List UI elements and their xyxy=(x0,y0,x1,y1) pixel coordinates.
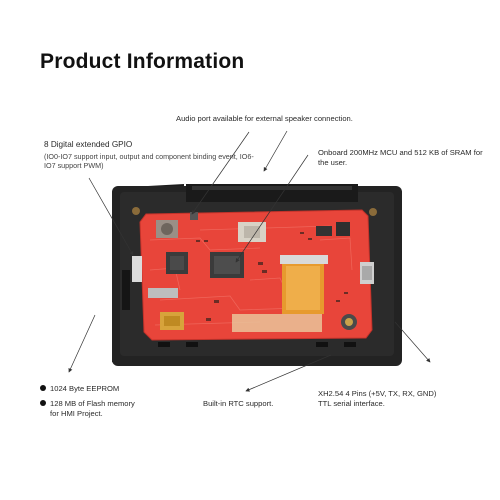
bullet-icon xyxy=(40,385,46,391)
gpio-arrow xyxy=(88,177,134,256)
crystal xyxy=(148,288,178,298)
gpio-detail: (IO0-IO7 support input, output and compo… xyxy=(44,151,254,171)
xh-arrow xyxy=(394,321,431,363)
xh-label-line2: TTL serial interface. xyxy=(318,398,385,408)
screw-icon xyxy=(132,207,140,215)
callout-arrows xyxy=(68,130,431,392)
gpio-title: 8 Digital extended GPIO xyxy=(44,140,133,149)
audio-arrow xyxy=(191,131,250,215)
eeprom-arrow xyxy=(68,314,96,373)
bullet-icon xyxy=(40,400,46,406)
audio-annotation: Audio port available for external speake… xyxy=(176,114,353,123)
xh-label-line1: XH2.54 4 Pins (+5V, TX, RX, GND) xyxy=(318,389,437,398)
flash-label-line2: for HMI Project. xyxy=(50,408,103,418)
gpio-annotation: 8 Digital extended GPIO (IO0-IO7 support… xyxy=(44,140,254,171)
screw-icon xyxy=(369,208,377,216)
rtc-annotation: Built-in RTC support. xyxy=(203,399,274,408)
eeprom-label: 1024 Byte EEPROM xyxy=(50,384,120,393)
flash-label-line1: 128 MB of Flash memory xyxy=(50,399,135,408)
page-title: Product Information xyxy=(40,50,245,73)
xh-annotation: XH2.54 4 Pins (+5V, TX, RX, GND) TTL ser… xyxy=(318,389,488,408)
eeprom-annotation: 1024 Byte EEPROM xyxy=(40,384,119,394)
flash-annotation: 128 MB of Flash memory for HMI Project. xyxy=(40,399,180,418)
pcb-board xyxy=(132,209,374,341)
rtc-arrow xyxy=(245,354,332,392)
mcu-annotation: Onboard 200MHz MCU and 512 KB of SRAM fo… xyxy=(318,148,483,167)
mcu-arrow xyxy=(235,154,309,263)
